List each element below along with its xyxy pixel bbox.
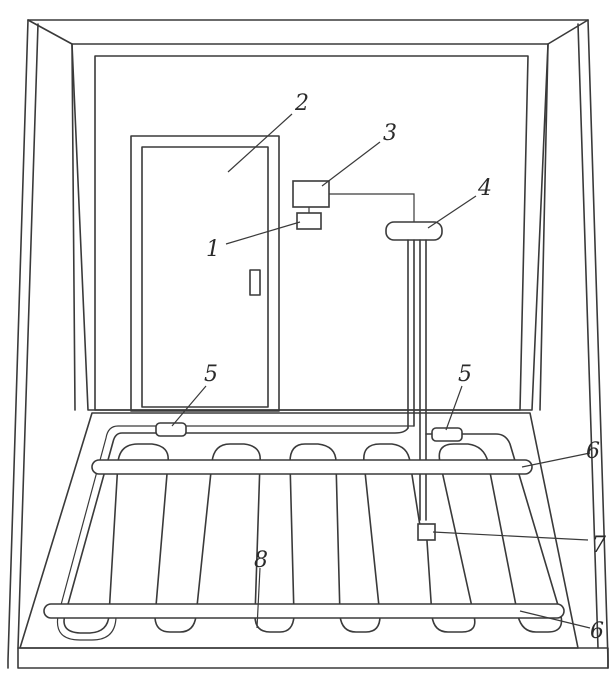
floor-area [19,412,579,649]
label-7: 7 [592,533,606,558]
leader-1 [225,221,301,245]
outer-frame-right [587,19,609,669]
leader-5-right [445,385,463,431]
door-panel [141,146,269,408]
leader-8 [256,567,261,629]
leader-3 [321,141,381,187]
label-3: 3 [383,121,397,146]
corner-top-right [547,19,589,45]
door-handle [249,269,261,296]
inner-left-edge [71,43,76,411]
room-frame [7,19,609,669]
leader-2 [227,113,293,173]
leader-6-top [521,452,591,468]
leader-4 [427,195,477,229]
sensor-box-1 [296,212,322,230]
corner-top-left [27,19,73,45]
label-1: 1 [206,237,220,262]
pump-box-7 [417,523,436,541]
label-6-bottom: 6 [590,619,604,644]
collector-pipe-bottom [43,603,565,619]
inner-right-edge [539,43,549,411]
label-5-right: 5 [458,362,472,387]
wall-right-edge [577,23,599,649]
back-wall [94,55,529,411]
label-2: 2 [294,91,309,116]
label-4: 4 [477,176,492,201]
outer-frame-left [7,19,29,669]
leader-6-bottom [519,610,591,629]
controller-wire [329,193,415,222]
heating-pipe-loop [63,427,421,634]
wall-left-edge [17,23,39,649]
valve-right-5 [431,427,463,442]
label-8: 8 [254,548,268,573]
leader-7 [432,531,589,541]
label-5-left: 5 [204,362,218,387]
leader-lines [171,113,591,629]
label-6-top: 6 [586,439,600,464]
heating-pipe-inner [56,425,414,641]
leader-5-left [171,385,207,427]
inner-frame [71,43,549,411]
door [130,135,280,412]
collector-pipe-top [91,459,533,475]
door-frame [130,135,280,412]
valve-left-5 [155,422,187,437]
floor-slab [17,647,609,669]
